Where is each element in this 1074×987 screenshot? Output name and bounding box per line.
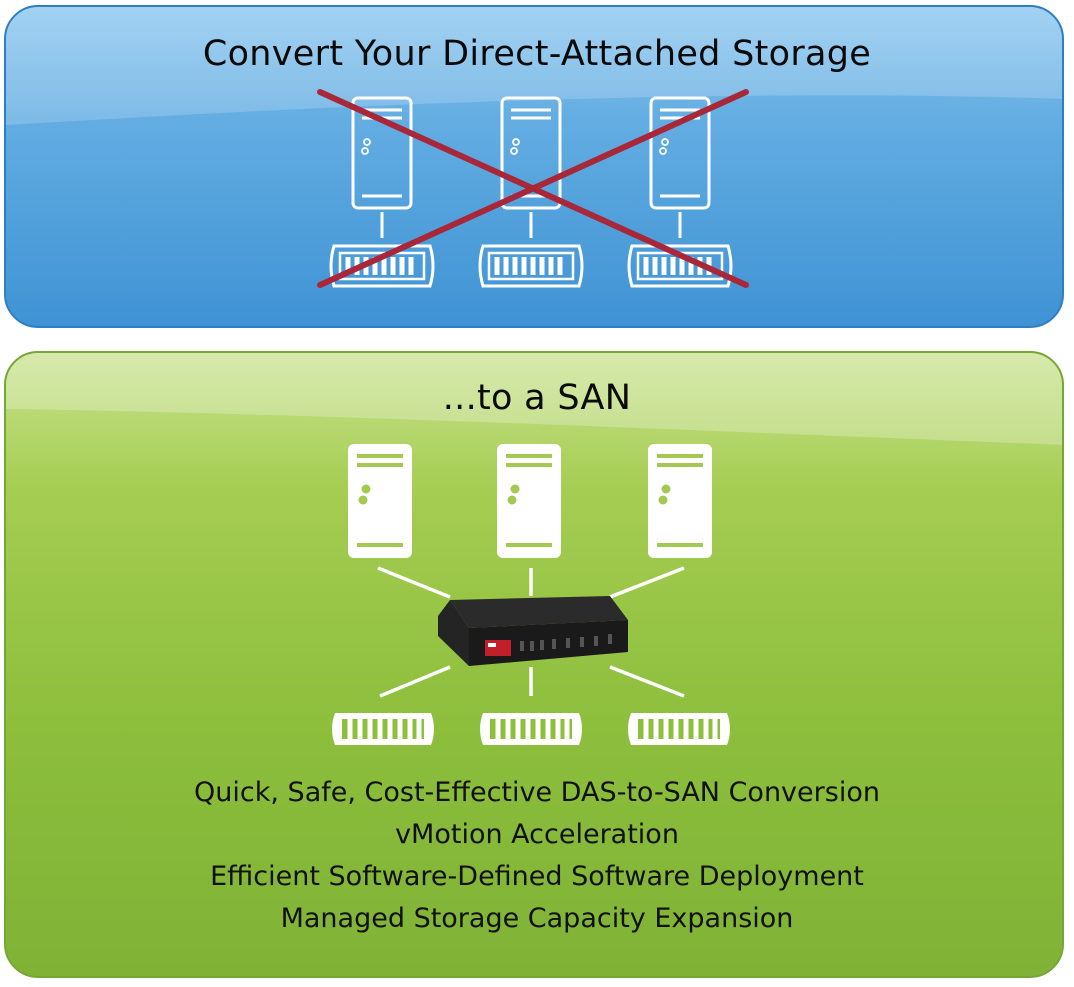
storage-array-icon [628,713,730,745]
storage-array-icon [332,713,434,745]
cross-out-icon [317,89,749,288]
server-icon [348,444,412,558]
storage-array-icon [331,246,433,286]
storage-array-icon [480,713,582,745]
feature-item: Managed Storage Capacity Expansion [280,903,794,934]
das-panel-title: Convert Your Direct-Attached Storage [202,34,872,74]
feature-list: Quick, Safe, Cost-Effective DAS-to-SAN C… [0,772,1074,940]
san-appliance-icon [438,596,628,666]
storage-array-icon [480,246,582,286]
san-panel-title: ...to a SAN [442,378,632,418]
feature-item: Efficient Software-Defined Software Depl… [210,861,864,892]
feature-item: Quick, Safe, Cost-Effective DAS-to-SAN C… [194,777,880,808]
feature-item: vMotion Acceleration [395,819,679,850]
connector-lines [377,566,685,698]
server-icon [351,96,413,210]
server-icon [648,444,712,558]
server-icon [497,444,561,558]
